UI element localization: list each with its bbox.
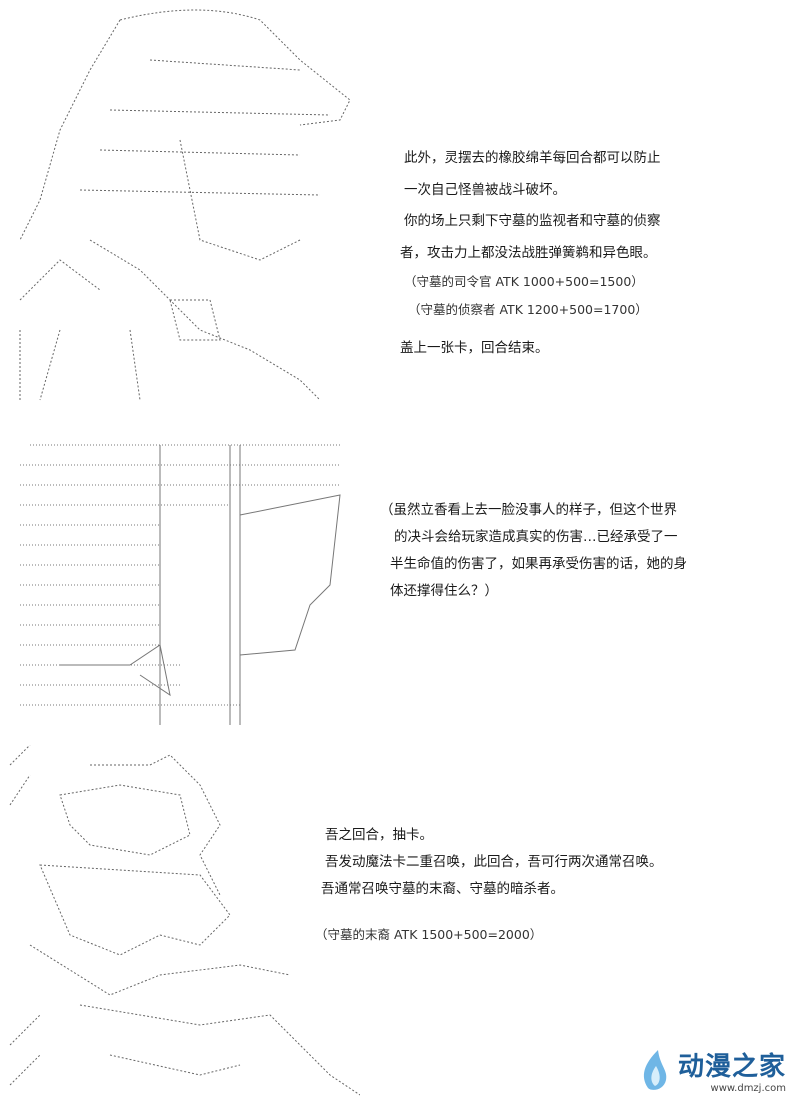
narration-line: 半生命值的伤害了，如果再承受伤害的话，她的身 [390, 556, 687, 572]
panel2-text: （虽然立香看上去一脸没事人的样子，但这个世界 的决斗会给玩家造成真实的伤害…已经… [380, 502, 687, 599]
flame-logo-icon [643, 1050, 667, 1090]
panel3-text: 吾之回合，抽卡。 吾发动魔法卡二重召唤，此回合，吾可行两次通常召唤。 吾通常召唤… [315, 827, 663, 943]
narration-line: 吾通常召唤守墓的末裔、守墓的暗杀者。 [321, 881, 564, 897]
narration-line: 吾之回合，抽卡。 [325, 827, 433, 843]
narration-line: 盖上一张卡，回合结束。 [400, 340, 549, 356]
atk-stat-line: （守墓的末裔 ATK 1500+500=2000） [315, 927, 543, 942]
narration-line: 一次自己怪兽被战斗破坏。 [404, 182, 566, 198]
watermark-url: www.dmzj.com [710, 1083, 786, 1094]
narration-line: 此外，灵摆去的橡胶绵羊每回合都可以防止 [404, 150, 661, 166]
narration-line: （虽然立香看上去一脸没事人的样子，但这个世界 [380, 502, 677, 518]
narration-line: 的决斗会给玩家造成真实的伤害…已经承受了一 [394, 529, 678, 545]
atk-stat-line: （守墓的司令官 ATK 1000+500=1500） [404, 274, 644, 289]
narration-line: 者，攻击力上都没法战胜弹簧鹈和异色眼。 [400, 245, 657, 261]
watermark-title: 动漫之家 [677, 1052, 786, 1082]
ascii-art-masked-figure [9, 745, 360, 1096]
ascii-art-arm-closeup [20, 444, 341, 725]
narration-line: 吾发动魔法卡二重召唤，此回合，吾可行两次通常召唤。 [325, 854, 663, 870]
watermark-logo: 动漫之家 www.dmzj.com [638, 1046, 786, 1094]
ascii-art-girl-with-hat [19, 9, 351, 401]
narration-line: 体还撑得住么？） [390, 583, 498, 599]
narration-line: 你的场上只剩下守墓的监视者和守墓的侦察 [404, 213, 661, 229]
panel1-text: 此外，灵摆去的橡胶绵羊每回合都可以防止 一次自己怪兽被战斗破坏。 你的场上只剩下… [400, 150, 661, 356]
atk-stat-line: （守墓的侦察者 ATK 1200+500=1700） [408, 302, 648, 317]
